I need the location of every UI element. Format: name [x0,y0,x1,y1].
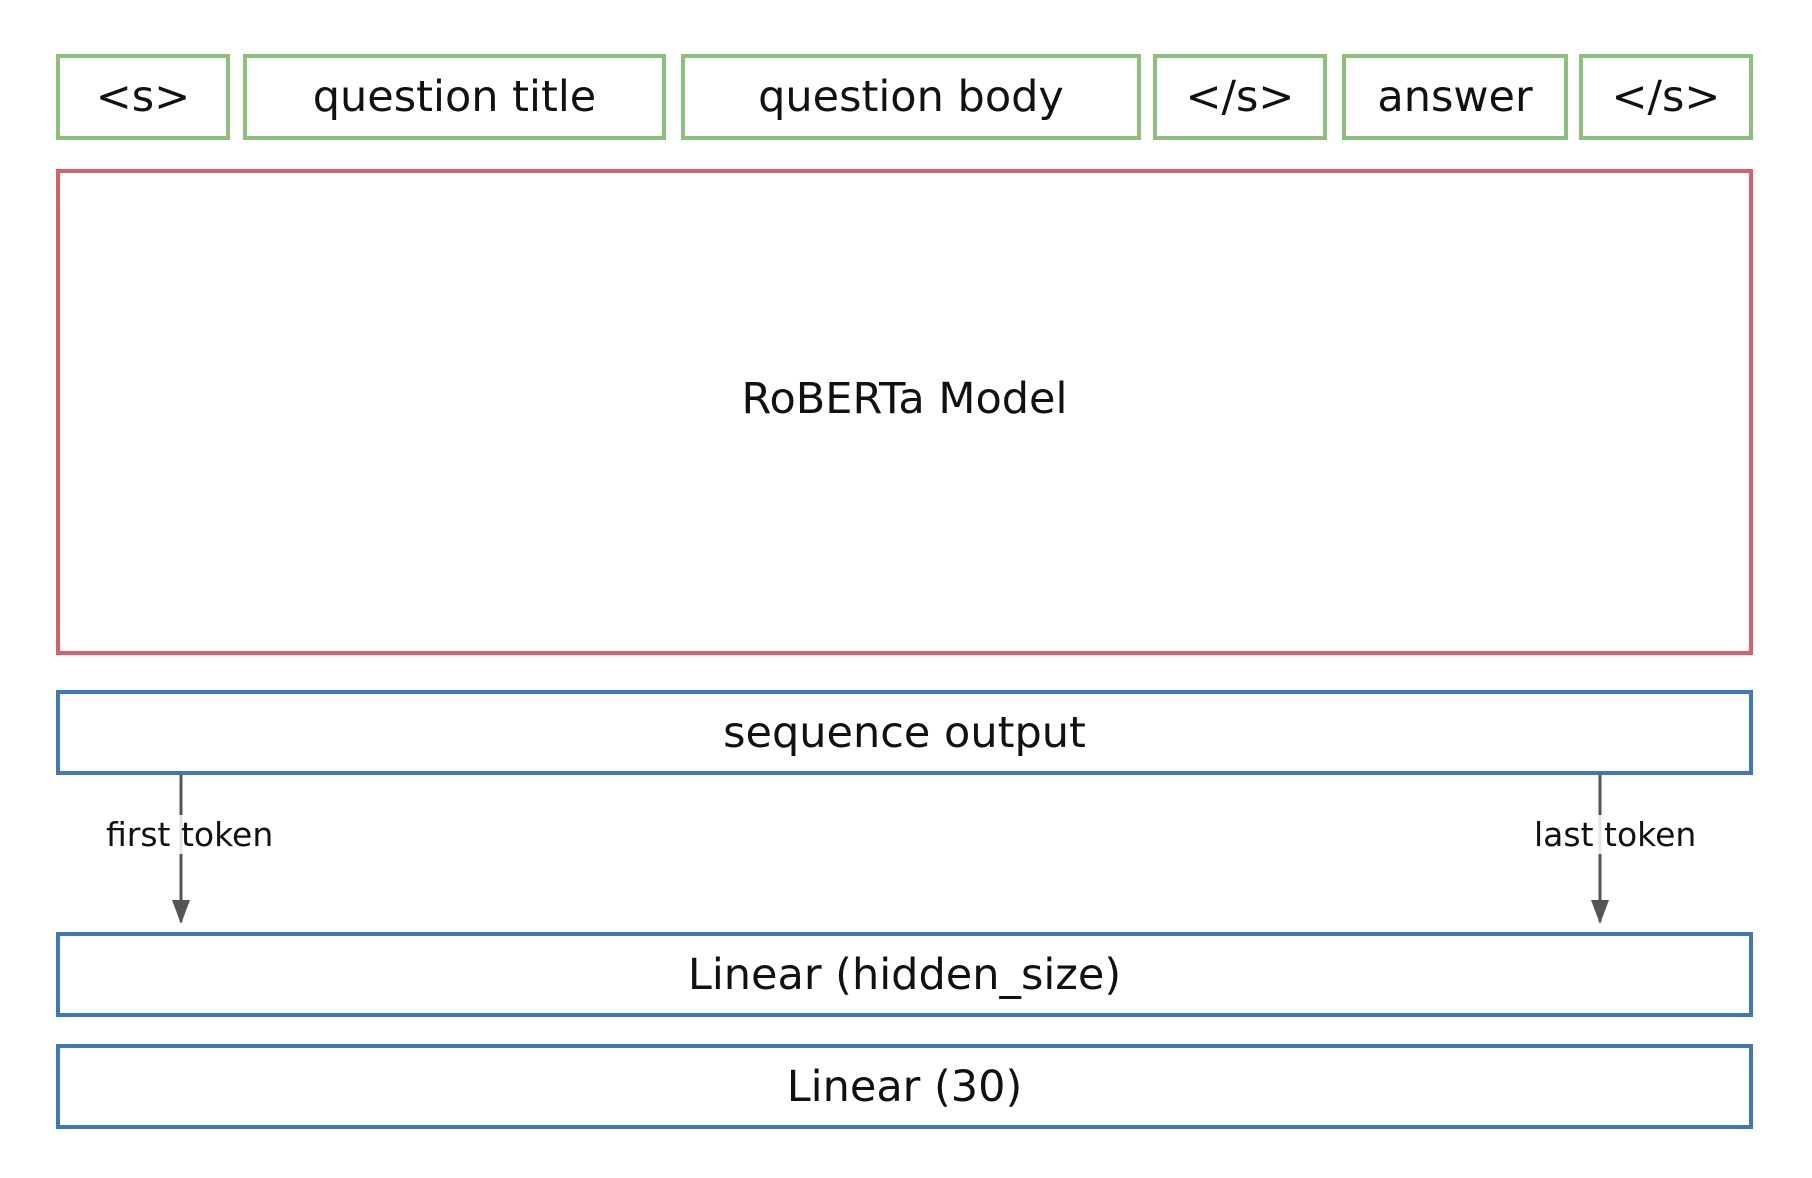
linear-hidden-size-block: Linear (hidden_size) [56,932,1753,1017]
token-end: </s> [1579,54,1753,140]
token-separator: </s> [1153,54,1327,140]
linear-30-block: Linear (30) [56,1044,1753,1129]
token-start: <s> [56,54,230,140]
token-question-body: question body [681,54,1141,140]
sequence-output-block: sequence output [56,690,1753,775]
last-token-label: last token [1532,815,1699,854]
roberta-model-block: RoBERTa Model [56,169,1753,655]
token-question-title: question title [243,54,666,140]
first-token-label: first token [104,815,276,854]
token-answer: answer [1342,54,1568,140]
